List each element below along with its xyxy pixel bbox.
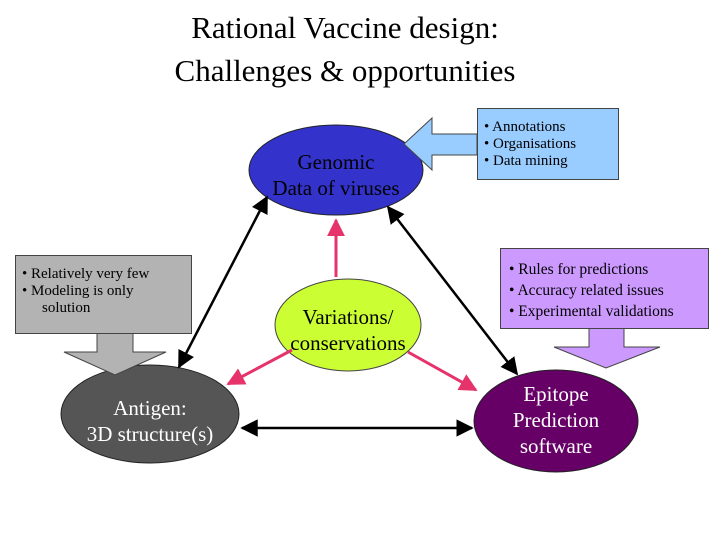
genomic-node [248, 124, 424, 216]
genomic-label-line-2: Data of viruses [272, 176, 400, 200]
variations-label-line-1: Variations/ [302, 305, 394, 329]
epitope-notes-item: • Accuracy related issues [509, 282, 664, 299]
annotations-item: • Annotations [484, 119, 566, 135]
title-line-1: Rational Vaccine design: [191, 10, 499, 45]
annotations-box: • Annotations • Organisations • Data min… [477, 108, 619, 180]
variations-label: Variations/ conservations [272, 304, 424, 356]
title-line-2: Challenges & opportunities [174, 53, 516, 88]
antigen-label: Antigen: 3D structure(s) [64, 395, 236, 447]
annotations-item: • Organisations [484, 136, 577, 152]
epitope-notes-item: • Rules for predictions [509, 261, 649, 278]
arrow-genomic-epitope [386, 205, 519, 376]
epitope-label: Epitope Prediction software [480, 381, 632, 459]
epitope-node [473, 369, 639, 473]
block-arrow-epitope-notes [553, 327, 661, 369]
arrow-variations-epitope [407, 350, 478, 392]
antigen-notes-item: solution [42, 300, 91, 316]
epitope-label-line-2: Prediction [512, 408, 600, 432]
epitope-notes-item: • Experimental validations [509, 303, 674, 320]
arrow-variations-antigen [226, 348, 293, 386]
antigen-notes-item: • Modeling is only [22, 283, 134, 299]
block-arrow-annotations [403, 116, 478, 172]
arrow-genomic-antigen [177, 195, 269, 369]
antigen-notes-item: • Relatively very few [22, 266, 150, 282]
antigen-label-line-1: Antigen: [113, 396, 187, 420]
epitope-notes-box: • Rules for predictions • Accuracy relat… [500, 248, 709, 329]
genomic-label: Genomic Data of viruses [250, 149, 422, 201]
antigen-node [60, 364, 240, 464]
antigen-notes-box: • Relatively very few • Modeling is only… [15, 255, 192, 334]
genomic-label-line-1: Genomic [297, 150, 375, 174]
slide-title: Rational Vaccine design: Challenges & op… [0, 6, 690, 92]
variations-label-line-2: conservations [290, 331, 406, 355]
epitope-label-line-3: software [519, 434, 593, 458]
annotations-item: • Data mining [484, 153, 568, 169]
block-arrow-antigen-notes [63, 332, 167, 376]
epitope-label-line-1: Epitope [523, 382, 589, 406]
antigen-label-line-2: 3D structure(s) [86, 422, 214, 446]
